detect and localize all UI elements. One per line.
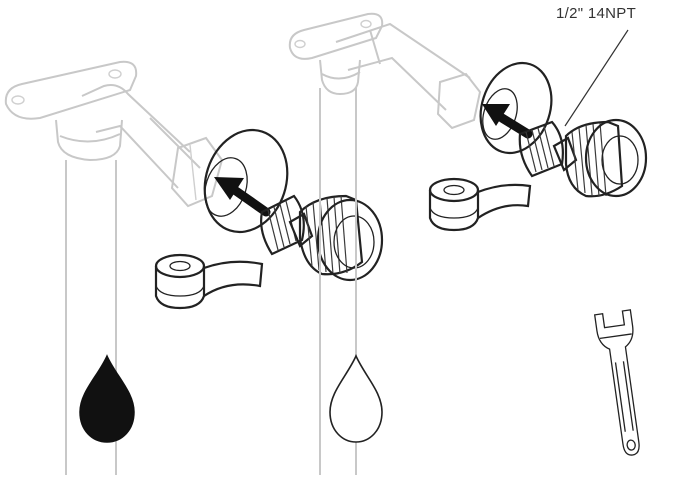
left-escutcheon: [203, 128, 289, 234]
left-pipe-ghost: [4, 60, 224, 475]
thread-spec-callout: 1/2" 14NPT: [556, 5, 637, 22]
left-teflon-tape-roll: [154, 253, 264, 310]
callout-leader-line: [564, 29, 629, 127]
right-insert-arrow: [482, 104, 533, 139]
right-escutcheon: [479, 61, 553, 155]
water-drop-filled-icon: [79, 354, 135, 443]
left-insert-arrow: [214, 177, 271, 217]
adjustable-wrench-icon: [593, 309, 640, 456]
right-threaded-adapter: [518, 118, 648, 198]
left-threaded-adapter: [260, 194, 384, 282]
right-teflon-tape-roll: [428, 177, 532, 232]
water-drop-outline-icon: [329, 354, 383, 443]
